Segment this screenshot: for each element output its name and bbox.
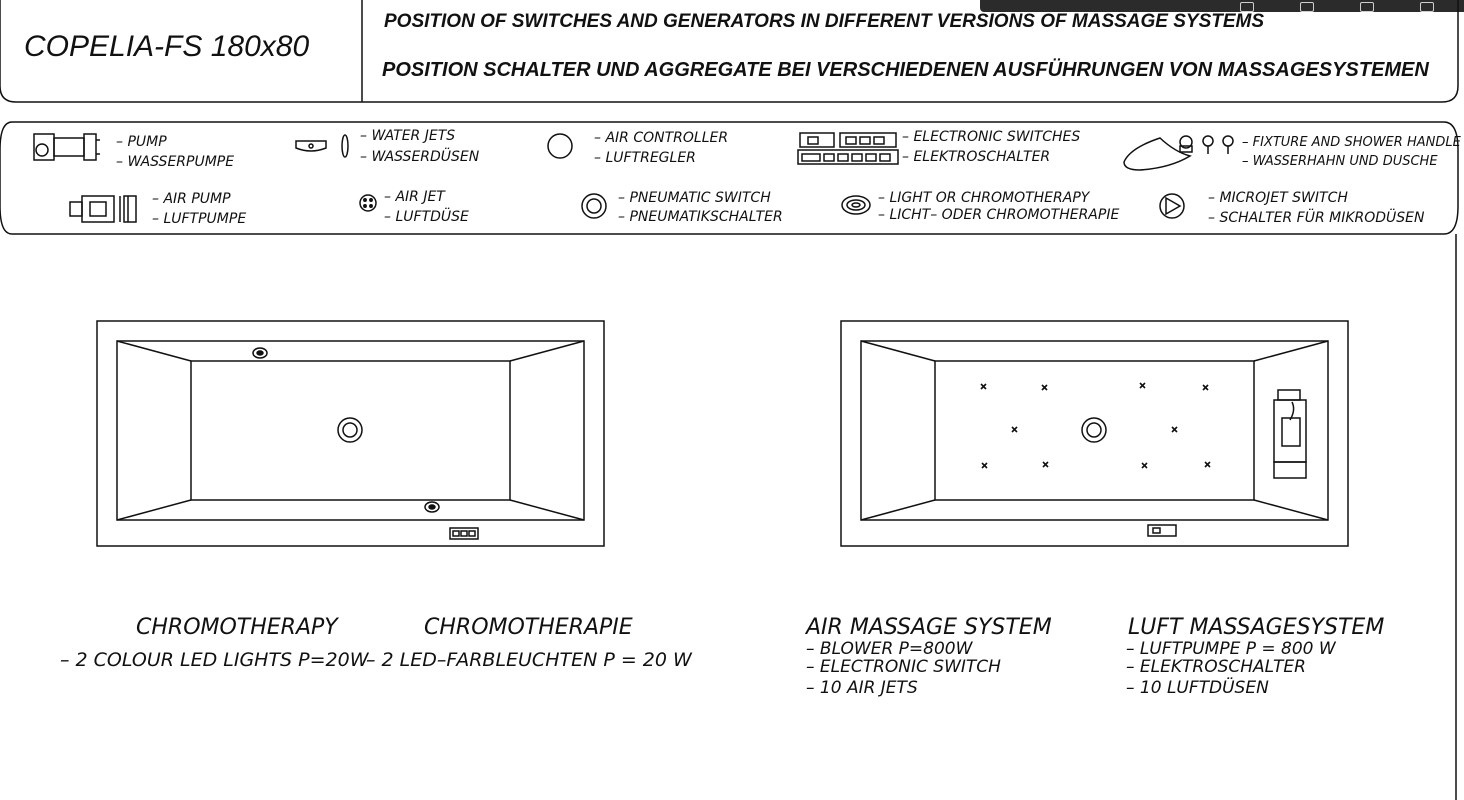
pneumatic-switch-icon (581, 193, 607, 219)
air-line-en: – ELECTRONIC SWITCH (806, 657, 1001, 677)
blower-air-pump-icon (1273, 389, 1307, 479)
air-line-de: – 10 LUFTDÜSEN (1126, 676, 1269, 698)
air-line-en: – BLOWER P=800W (806, 639, 974, 659)
fixture-icon (1123, 135, 1234, 171)
drain-icon (337, 417, 363, 443)
legend-microjet-switch-en: – MICROJET SWITCH (1208, 190, 1348, 206)
air-title-en: AIR MASSAGE SYSTEM (804, 615, 1052, 640)
title-english: POSITION OF SWITCHES AND GENERATORS IN D… (384, 11, 1264, 32)
title-german: POSITION SCHALTER UND AGGREGATE BEI VERS… (382, 58, 1429, 81)
legend-electronic-switches-de: – ELEKTROSCHALTER (902, 149, 1050, 165)
drain-icon (1081, 417, 1107, 443)
toolbar-button[interactable] (1420, 2, 1434, 12)
air-controller-icon (547, 133, 573, 159)
legend-water-jets-de: – WASSERDÜSEN (360, 147, 480, 165)
air-jet-icon (359, 194, 377, 212)
pump-icon (33, 133, 100, 161)
electronic-switch-icon (449, 527, 479, 540)
air-jet-icon (980, 383, 987, 390)
toolbar-button[interactable] (1360, 2, 1374, 12)
air-jets-group (980, 382, 1211, 469)
legend-air-pump-de: – LUFTPUMPE (152, 211, 246, 227)
toolbar-button[interactable] (1300, 2, 1314, 12)
water-jets-icon (295, 134, 349, 158)
air-jet-icon (1204, 461, 1211, 468)
legend-fixture-de: – WASSERHAHN UND DUSCHE (1242, 154, 1438, 169)
legend-light-en: – LIGHT OR CHROMOTHERAPY (878, 190, 1091, 206)
air-jet-icon (1171, 426, 1178, 433)
tub-chromotherapy-plan (96, 320, 605, 547)
air-line-de: – ELEKTROSCHALTER (1126, 657, 1306, 677)
air-line-en: – 10 AIR JETS (806, 678, 918, 698)
legend-air-jet-en: – AIR JET (384, 189, 446, 205)
legend-electronic-switches-en: – ELECTRONIC SWITCHES (902, 129, 1080, 145)
light-icon (841, 195, 871, 215)
legend-air-controller-en: – AIR CONTROLLER (594, 130, 728, 146)
tub-air-massage-plan (840, 320, 1349, 547)
legend-fixture-en: – FIXTURE AND SHOWER HANDLE (1242, 135, 1462, 150)
legend-air-jet-de: – LUFTDÜSE (384, 207, 469, 225)
chromo-title-en: CHROMOTHERAPY (136, 615, 339, 640)
chromo-title-de: CHROMOTHERAPIE (424, 615, 633, 640)
legend-pneumatic-switch-de: – PNEUMATIKSCHALTER (618, 209, 783, 225)
chromo-line-en: – 2 COLOUR LED LIGHTS P=20W (60, 649, 370, 671)
microjet-switch-icon (1159, 193, 1185, 219)
air-jet-icon (1202, 384, 1209, 391)
air-line-de: – LUFTPUMPE P = 800 W (1126, 639, 1337, 659)
viewer-toolbar (980, 0, 1464, 12)
air-jet-icon (981, 462, 988, 469)
legend-air-controller-de: – LUFTREGLER (594, 150, 696, 166)
air-jet-icon (1042, 461, 1049, 468)
legend-light-de: – LICHT– ODER CHROMOTHERAPIE (878, 207, 1119, 223)
air-jet-icon (1011, 426, 1018, 433)
header-frame (0, 0, 1459, 103)
air-pump-icon (69, 195, 137, 223)
legend-water-jets-en: – WATER JETS (360, 128, 455, 144)
chromotherapy-light-icon (424, 501, 440, 513)
chromo-line-de: – 2 LED–FARBLEUCHTEN P = 20 W (366, 649, 693, 671)
legend-pump-en: – PUMP (116, 134, 167, 150)
legend-pump-de: – WASSERPUMPE (116, 154, 234, 170)
legend-pneumatic-switch-en: – PNEUMATIC SWITCH (618, 190, 771, 206)
legend-air-pump-en: – AIR PUMP (152, 191, 231, 207)
legend-frame (0, 121, 1459, 235)
legend-microjet-switch-de: – SCHALTER FÜR MIKRODÜSEN (1208, 208, 1425, 226)
air-jet-icon (1141, 462, 1148, 469)
chromotherapy-light-icon (252, 347, 268, 359)
toolbar-button[interactable] (1240, 2, 1254, 12)
air-jet-icon (1041, 384, 1048, 391)
electronic-switch-icon (1147, 524, 1177, 537)
air-title-de: LUFT MASSAGESYSTEM (1128, 615, 1384, 640)
model-name: COPELIA-FS 180x80 (24, 30, 309, 63)
electronic-switches-icon (797, 132, 899, 165)
air-jet-icon (1139, 382, 1146, 389)
